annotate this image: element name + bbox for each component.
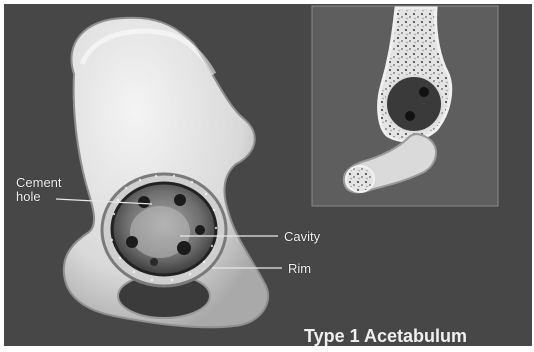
inset-cement-hole bbox=[405, 111, 415, 121]
cement-hole bbox=[177, 241, 191, 255]
cement-hole bbox=[195, 225, 205, 235]
figure-title: Type 1 Acetabulum bbox=[304, 326, 467, 346]
cement-hole bbox=[174, 194, 186, 206]
pelvis-illustration bbox=[4, 4, 532, 346]
label-cavity: Cavity bbox=[284, 230, 320, 244]
label-rim: Rim bbox=[288, 262, 311, 276]
inset-cement-hole bbox=[419, 87, 429, 97]
cement-hole bbox=[126, 236, 138, 248]
inset-acetabulum bbox=[386, 76, 442, 132]
illustration-frame: Cement hole Cavity Rim Type 1 Acetabulum bbox=[4, 4, 532, 346]
label-cement-line2: hole bbox=[16, 190, 41, 204]
cement-hole bbox=[138, 196, 150, 208]
cement-hole bbox=[150, 258, 158, 266]
label-cement-line1: Cement bbox=[16, 176, 62, 190]
inset-femur-section bbox=[346, 166, 374, 192]
